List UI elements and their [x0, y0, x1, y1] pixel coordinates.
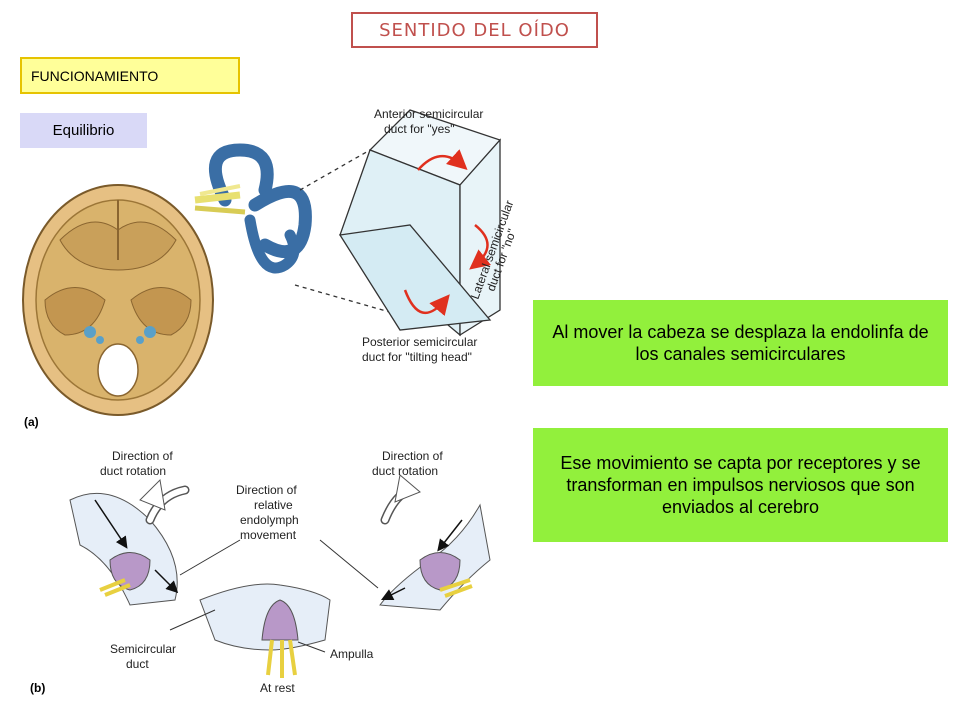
- slide-title: SENTIDO DEL OÍDO: [351, 12, 598, 48]
- info-box-receptors-text: Ese movimiento se capta por receptores y…: [560, 453, 921, 517]
- subsection-label: Equilibrio: [20, 113, 147, 148]
- label-ampulla: Ampulla: [330, 647, 374, 661]
- label-endolymph-4: movement: [240, 528, 297, 542]
- label-semicircular-duct-1: Semicircular: [110, 642, 176, 656]
- panel-b-label: (b): [30, 681, 45, 695]
- ampulla-rest-illustration: [199, 583, 331, 678]
- label-at-rest: At rest: [260, 681, 295, 695]
- panel-a-label: (a): [24, 415, 39, 429]
- label-anterior-line2: duct for "yes": [384, 122, 455, 136]
- info-box-endolymph: Al mover la cabeza se desplaza la endoli…: [533, 300, 948, 386]
- label-posterior-line2: duct for "tilting head": [362, 350, 472, 364]
- label-endolymph-1: Direction of: [236, 483, 297, 497]
- ampulla-right-illustration: [379, 503, 491, 611]
- plane-diagram: [338, 109, 502, 337]
- skull-base-illustration: [22, 184, 214, 416]
- label-direction-left-1: Direction of: [112, 449, 173, 463]
- label-endolymph-2: relative: [254, 498, 293, 512]
- label-direction-right-1: Direction of: [382, 449, 443, 463]
- label-direction-right-2: duct rotation: [372, 464, 438, 478]
- label-anterior-line1: Anterior semicircular: [374, 107, 483, 121]
- info-box-receptors: Ese movimiento se capta por receptores y…: [533, 428, 948, 542]
- label-semicircular-duct-2: duct: [126, 657, 149, 671]
- label-endolymph-3: endolymph: [240, 513, 299, 527]
- ampulla-left-illustration: [69, 492, 179, 606]
- semicircular-canals-illustration: [194, 143, 312, 274]
- label-posterior-line1: Posterior semicircular: [362, 335, 477, 349]
- info-box-endolymph-text: Al mover la cabeza se desplaza la endoli…: [552, 322, 929, 364]
- label-direction-left-2: duct rotation: [100, 464, 166, 478]
- section-label: FUNCIONAMIENTO: [20, 57, 240, 94]
